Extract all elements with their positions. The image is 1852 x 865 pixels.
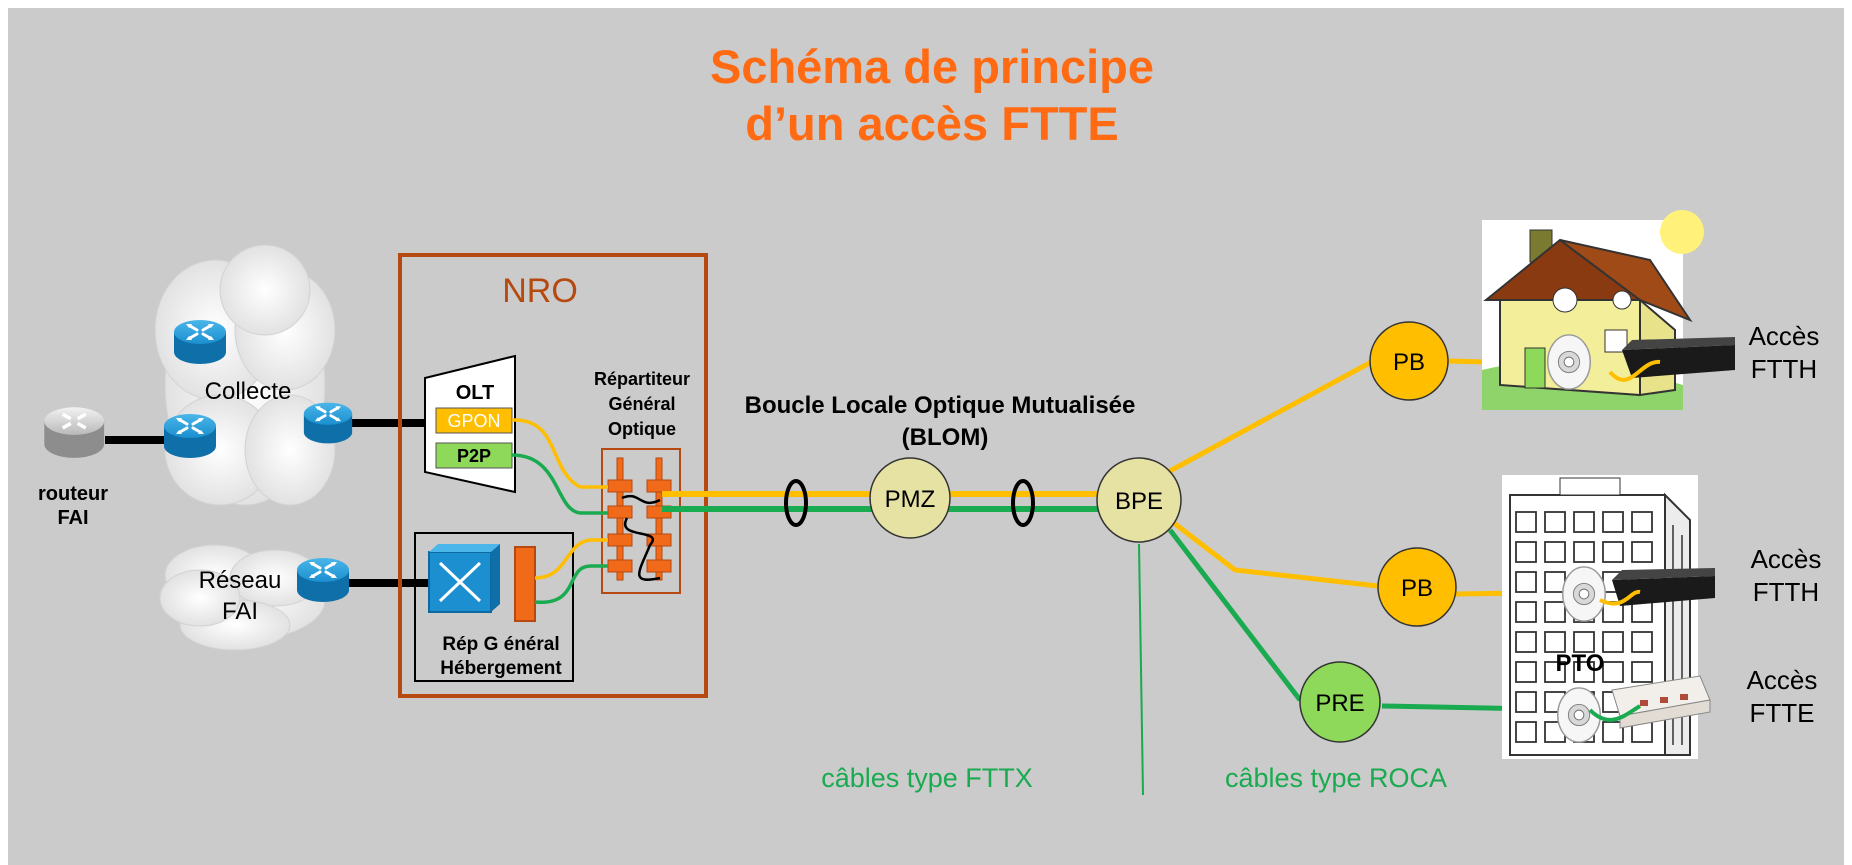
gpon-label: GPON [447,411,500,431]
heb-label-2: Hébergement [440,658,562,679]
reseau-label: Réseau [199,567,282,594]
hebergement-box [414,532,574,682]
splice-right [1011,479,1035,527]
reseau-fai-cloud [159,544,326,651]
fai-label: FAI [57,507,88,529]
nro-title: NRO [502,272,578,310]
hebergement-router [428,544,500,613]
rgo-connectors [607,457,672,581]
p2p-label: P2P [457,446,491,466]
pre-label: PRE [1315,690,1364,717]
pmz-node [869,457,951,539]
pb-node-2 [1377,547,1457,627]
pb-label-2: PB [1401,575,1433,602]
pto-patch-cords [1588,359,1661,722]
acces-ftth-1-line1: Accès [1749,321,1820,351]
title-line-1: Schéma de principe [710,40,1154,93]
pto-label: PTO [1556,650,1605,677]
acces-ftte-line1: Accès [1747,665,1818,695]
collecte-router-right [302,401,354,445]
rgo-label-1: Répartiteur [594,369,690,389]
blom-label-2: (BLOM) [902,424,989,451]
rgo-jumpers [621,494,661,581]
rgo-label-2: Général [608,394,675,414]
ftth-box-house [1622,337,1735,378]
pmz-label: PMZ [885,486,936,513]
gpon-port [435,407,513,434]
nro-box [398,253,708,698]
heb-label-1: Rép G énéral [442,634,559,655]
acces-ftth-2-line1: Accès [1751,544,1822,574]
reseau-fai-router [295,556,351,604]
ftth-box-building [1612,568,1715,606]
hebergement-repartiteur [514,546,536,622]
pto-house [1547,334,1591,390]
collecte-router-left [162,412,218,460]
cables-fttx-label: câbles type FTTX [821,763,1033,793]
house-illustration [1482,210,1704,410]
pre-node [1299,661,1381,743]
olt-label: OLT [456,382,495,404]
splice-left [784,479,808,527]
rgo-label-3: Optique [608,419,676,439]
rgo-box [601,448,681,594]
pb-node-1 [1369,321,1449,401]
collecte-router-top [172,318,228,366]
collecte-cloud [154,244,336,506]
reseau-fai-label: FAI [222,598,258,625]
nro-fibers [511,418,608,604]
pb-label-1: PB [1393,349,1425,376]
routeur-label: routeur [38,483,108,505]
cables-roca-label: câbles type ROCA [1225,763,1447,793]
bpe-label: BPE [1115,488,1163,515]
acces-ftth-2-line2: FTTH [1753,577,1819,607]
acces-ftte-line2: FTTE [1750,698,1815,728]
bpe-node [1096,457,1182,543]
pto-building-ftth [1561,566,1607,622]
routeur-fai-router [44,407,105,458]
acces-ftth-1-line2: FTTH [1751,354,1817,384]
blom-label-1: Boucle Locale Optique Mutualisée [745,392,1136,419]
collecte-label: Collecte [205,378,292,405]
p2p-port [435,442,513,469]
title-line-2: d’un accès FTTE [745,97,1118,150]
separator-line [1138,543,1144,796]
